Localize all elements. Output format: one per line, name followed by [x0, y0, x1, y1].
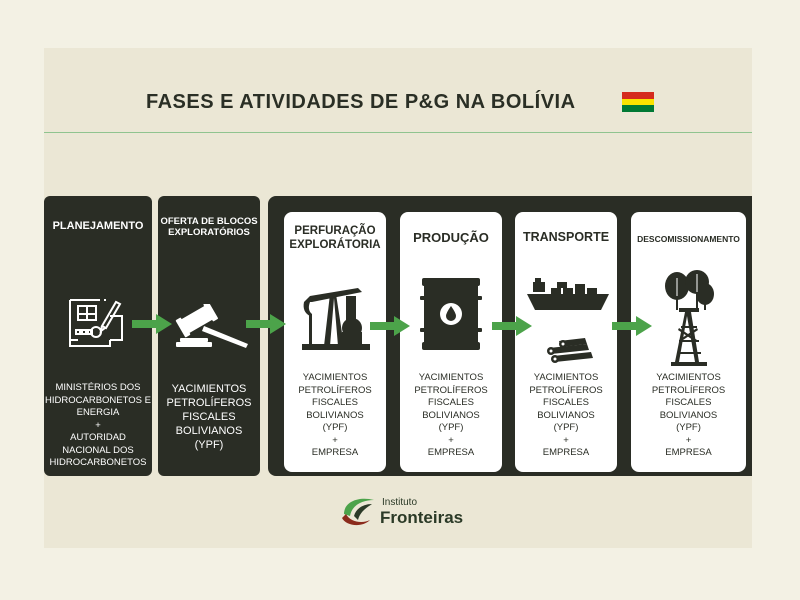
actor-line: AUTORIDAD — [70, 432, 126, 443]
actor-line: YACIMIENTOS — [302, 372, 368, 383]
stage-title: DESCOMISSIONAMENTO — [637, 234, 740, 244]
actor-line: + — [332, 434, 338, 446]
actor-line: + — [448, 434, 454, 446]
stage-descomissionamento: DESCOMISSIONAMENTO YACIMIENTOS PETROLÍFE… — [631, 212, 746, 472]
stage-title: TRANSPORTE — [522, 230, 610, 244]
actor-line: EMPRESA — [542, 447, 590, 458]
arrow-right-icon — [612, 316, 652, 336]
stage-title: OFERTA DE BLOCOS EXPLORATÓRIOS — [158, 216, 260, 238]
arrow-right-icon — [492, 316, 532, 336]
actor-line: FISCALES — [665, 397, 712, 408]
stage-title-line: PERFURAÇÃO — [294, 225, 376, 237]
stage-title-line: EXPLORATÓRIOS — [168, 227, 250, 238]
flag-stripe-red — [622, 92, 654, 99]
stage-actors: YACIMIENTOS PETROLÍFEROS FISCALES BOLIVI… — [631, 372, 746, 460]
stage-actors: YACIMIENTOS PETROLÍFEROS FISCALES BOLIVI… — [284, 372, 386, 460]
actor-line: FISCALES — [312, 397, 358, 408]
stage-perfuracao: PERFURAÇÃO EXPLORÁTORIA YACIMIENTOS PETR… — [284, 212, 386, 472]
actor-line: BOLIVIANOS — [175, 425, 243, 437]
actor-line: PETROLÍFEROS — [298, 384, 372, 396]
actor-line: + — [685, 434, 692, 446]
actor-line: BOLIVIANOS — [537, 409, 595, 421]
flag-stripe-green — [622, 105, 654, 112]
actor-line: FISCALES — [428, 397, 474, 408]
actor-line: HIDROCARBONETOS — [49, 457, 147, 468]
actor-line: FISCALES — [543, 397, 589, 408]
title-divider — [44, 132, 752, 133]
actor-line: YACIMIENTOS — [418, 372, 484, 383]
oil-barrel-icon — [420, 278, 482, 350]
actor-line: (YPF) — [322, 422, 348, 433]
actor-line: YACIMIENTOS — [171, 383, 247, 395]
actor-line: (YPF) — [676, 422, 701, 433]
actor-line: PETROLÍFEROS — [414, 384, 488, 396]
arrow-right-icon — [246, 314, 286, 334]
trees-derrick-icon — [665, 270, 714, 366]
actor-line: FISCALES — [182, 411, 236, 423]
logo-line-1: Instituto — [382, 497, 418, 508]
pumpjack-icon — [302, 288, 370, 350]
arrow-right-icon — [132, 314, 172, 334]
stage-title-line: OFERTA DE BLOCOS — [160, 216, 258, 227]
actor-line: EMPRESA — [665, 447, 712, 458]
logo-line-2: Fronteiras — [380, 508, 464, 527]
stage-title: PLANEJAMENTO — [52, 220, 144, 232]
bolivia-flag-icon — [622, 92, 654, 112]
instituto-fronteiras-logo-icon — [342, 498, 374, 526]
page-title: FASES E ATIVIDADES DE P&G NA BOLÍVIA — [146, 91, 576, 113]
actor-line: (YPF) — [194, 439, 224, 451]
actor-line: EMPRESA — [311, 447, 359, 458]
actor-line: MINISTÉRIOS DOS — [55, 382, 141, 393]
actor-line: YACIMIENTOS — [533, 372, 599, 383]
stage-actors: YACIMIENTOS PETROLÍFEROS FISCALES BOLIVI… — [400, 372, 502, 460]
stage-title-line: EXPLORÁTORIA — [289, 239, 381, 251]
stage-title: PRODUÇÃO — [413, 230, 489, 245]
actor-line: PETROLÍFEROS — [166, 397, 252, 409]
stage-planejamento: PLANEJAMENTO MINISTÉRIOS DOS HIDROCARBON… — [44, 196, 152, 476]
stage-title: PERFURAÇÃO EXPLORÁTORIA — [284, 224, 386, 252]
stage-producao: PRODUÇÃO YACIMIENTOS PETROLÍFEROS FISCAL… — [400, 212, 502, 472]
actor-line: + — [563, 434, 569, 446]
stage-transporte: TRANSPORTE YACIMIENTOS PETROLÍFEROS FISC… — [515, 212, 617, 472]
stage-oferta-blocos: OFERTA DE BLOCOS EXPLORATÓRIOS YACIMIENT… — [158, 196, 260, 476]
actor-line: HIDROCARBONETOS E — [45, 394, 151, 406]
ship-pipes-icon — [527, 278, 609, 363]
actor-line: EMPRESA — [427, 447, 475, 458]
actor-line: ENERGIA — [76, 407, 120, 418]
actor-line: (YPF) — [553, 422, 579, 433]
actor-line: (YPF) — [438, 422, 464, 433]
actor-line: NACIONAL DOS — [62, 444, 134, 456]
actor-line: BOLIVIANOS — [422, 409, 480, 421]
stage-actors: YACIMIENTOS PETROLÍFEROS FISCALES BOLIVI… — [158, 382, 260, 452]
flag-stripe-yellow — [622, 98, 654, 106]
stage-actors: YACIMIENTOS PETROLÍFEROS FISCALES BOLIVI… — [515, 372, 617, 460]
actor-line: + — [95, 419, 101, 431]
gavel-icon — [175, 304, 248, 348]
blueprint-icon — [69, 299, 123, 347]
actor-line: PETROLÍFEROS — [529, 384, 603, 396]
actor-line: BOLIVIANOS — [659, 409, 718, 421]
stage-actors: MINISTÉRIOS DOS HIDROCARBONETOS E ENERGI… — [44, 382, 152, 470]
arrow-right-icon — [370, 316, 410, 336]
actor-line: YACIMIENTOS — [656, 372, 721, 383]
actor-line: PETROLÍFEROS — [651, 384, 726, 396]
actor-line: BOLIVIANOS — [306, 409, 364, 421]
